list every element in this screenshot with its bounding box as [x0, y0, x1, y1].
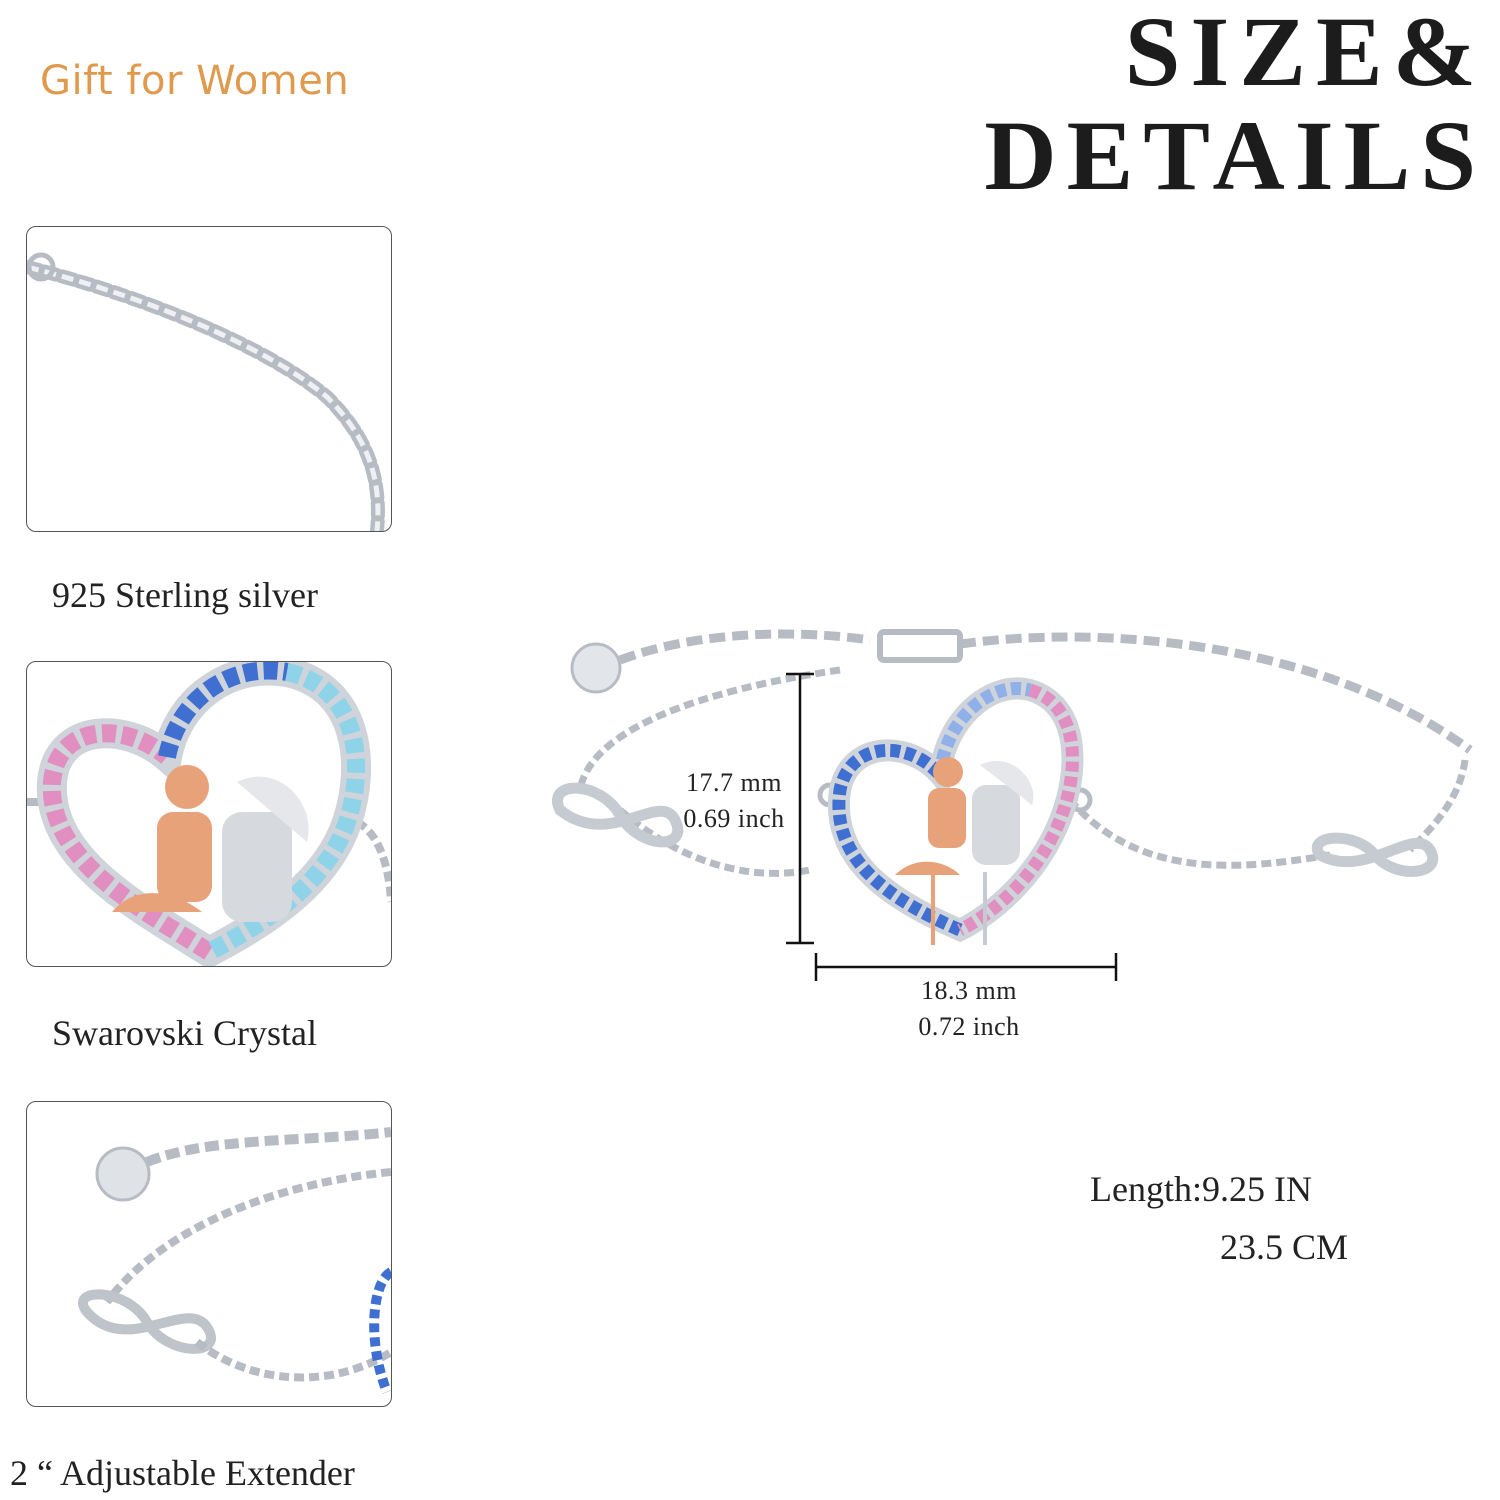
title-line-1: SIZE& — [1124, 0, 1486, 107]
gift-tagline: Gift for Women — [40, 58, 350, 104]
length-spec-cm: 23.5 CM — [1220, 1227, 1349, 1267]
bracelet-product-image — [552, 629, 1473, 981]
height-inch: 0.69 inch — [683, 804, 785, 833]
width-inch: 0.72 inch — [918, 1012, 1020, 1041]
height-mm: 17.7 mm — [686, 768, 782, 797]
feature-caption-extender: 2 “ Adjustable Extender — [10, 1453, 355, 1493]
feature-caption-crystal: Swarovski Crystal — [52, 1013, 317, 1053]
length-spec-inch: Length:9.25 IN — [1090, 1169, 1312, 1209]
page-title: SIZE& DETAILS — [984, 0, 1486, 208]
width-mm: 18.3 mm — [921, 976, 1017, 1005]
width-dimension-label: 18.3 mm 0.72 inch — [894, 973, 1044, 1045]
width-dimension-line — [814, 953, 1118, 981]
title-line-2: DETAILS — [984, 100, 1486, 211]
heart-pendant-closeup-image — [26, 661, 392, 967]
chain-closeup-image — [26, 226, 392, 532]
height-dimension-line — [786, 672, 814, 945]
height-dimension-label: 17.7 mm 0.69 inch — [664, 765, 804, 837]
extender-closeup-image — [26, 1101, 392, 1407]
feature-caption-silver: 925 Sterling silver — [52, 575, 318, 615]
